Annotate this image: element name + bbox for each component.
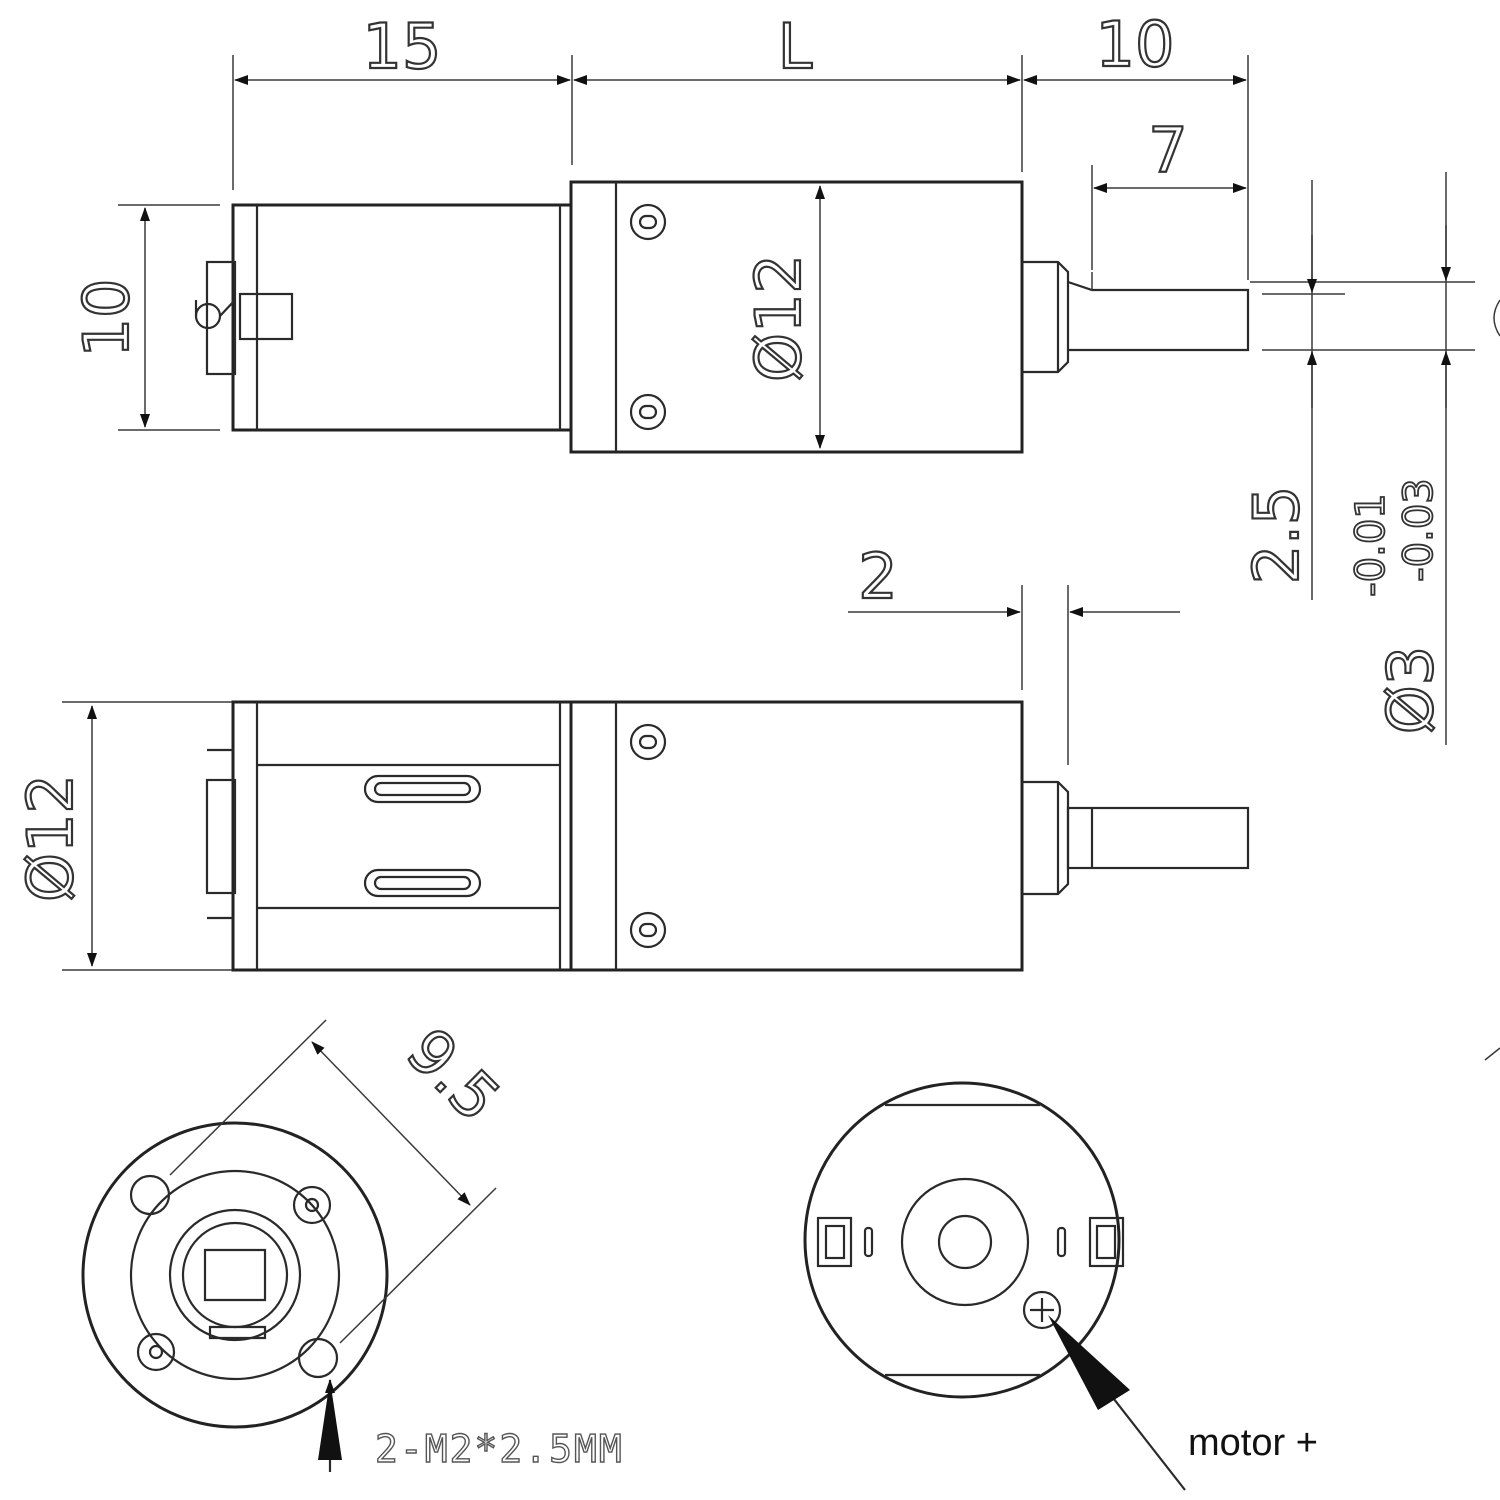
dim-label-10: 10: [1096, 8, 1175, 81]
front-view-gearbox: 9.5 2-M2*2.5MM: [81, 1013, 624, 1472]
vent-slot: [363, 774, 482, 804]
side-view: 2 Ø12: [13, 539, 1250, 972]
terminal-left: [816, 1216, 853, 1268]
output-shaft-side: [1066, 806, 1250, 870]
dim-line-9-5: [311, 1041, 471, 1206]
screw-icon: [629, 203, 667, 241]
screw-icon: [629, 911, 667, 949]
dim-label-7: 7: [1148, 114, 1187, 187]
screw-icon: [629, 393, 667, 431]
tolerance-lower: -0.03: [1396, 478, 1442, 582]
dim-label-flat-2-5: 2.5: [1240, 486, 1313, 585]
dim-label-9-5: 9.5: [393, 1014, 514, 1135]
motor-end-circle: [803, 1081, 1121, 1399]
dim-label-2: 2: [858, 540, 897, 613]
dim-label-dia-12-side: Ø12: [14, 774, 87, 902]
vent-slot: [363, 868, 482, 898]
dim-label-15: 15: [363, 10, 442, 83]
top-view: 15 L 10 7 10 Ø12: [69, 7, 1475, 745]
gearbox-face-circle: [81, 1121, 389, 1429]
output-shaft-top: [1067, 280, 1250, 352]
motor-body-side: [231, 700, 573, 972]
screw-icon: [629, 723, 667, 761]
plus-marker-icon: [1022, 1290, 1062, 1330]
mounting-hole: [129, 1174, 171, 1216]
dim-label-height-10: 10: [70, 279, 143, 358]
motor-plus-label: motor +: [1188, 1422, 1318, 1464]
tolerance-upper: -0.01: [1348, 493, 1394, 597]
dim-label-dia-12-top: Ø12: [742, 254, 815, 382]
rear-view-motor: motor +: [803, 1081, 1318, 1491]
gearbox-body-side: [569, 700, 1024, 972]
mounting-hole: [297, 1337, 339, 1379]
mounting-holes-label: 2-M2*2.5MM: [375, 1427, 624, 1471]
terminal-right: [1088, 1216, 1125, 1268]
dim-label-l: L: [778, 10, 813, 83]
motor-body-top: [231, 203, 573, 432]
dim-label-shaft-dia-3: Ø3: [1374, 646, 1447, 734]
